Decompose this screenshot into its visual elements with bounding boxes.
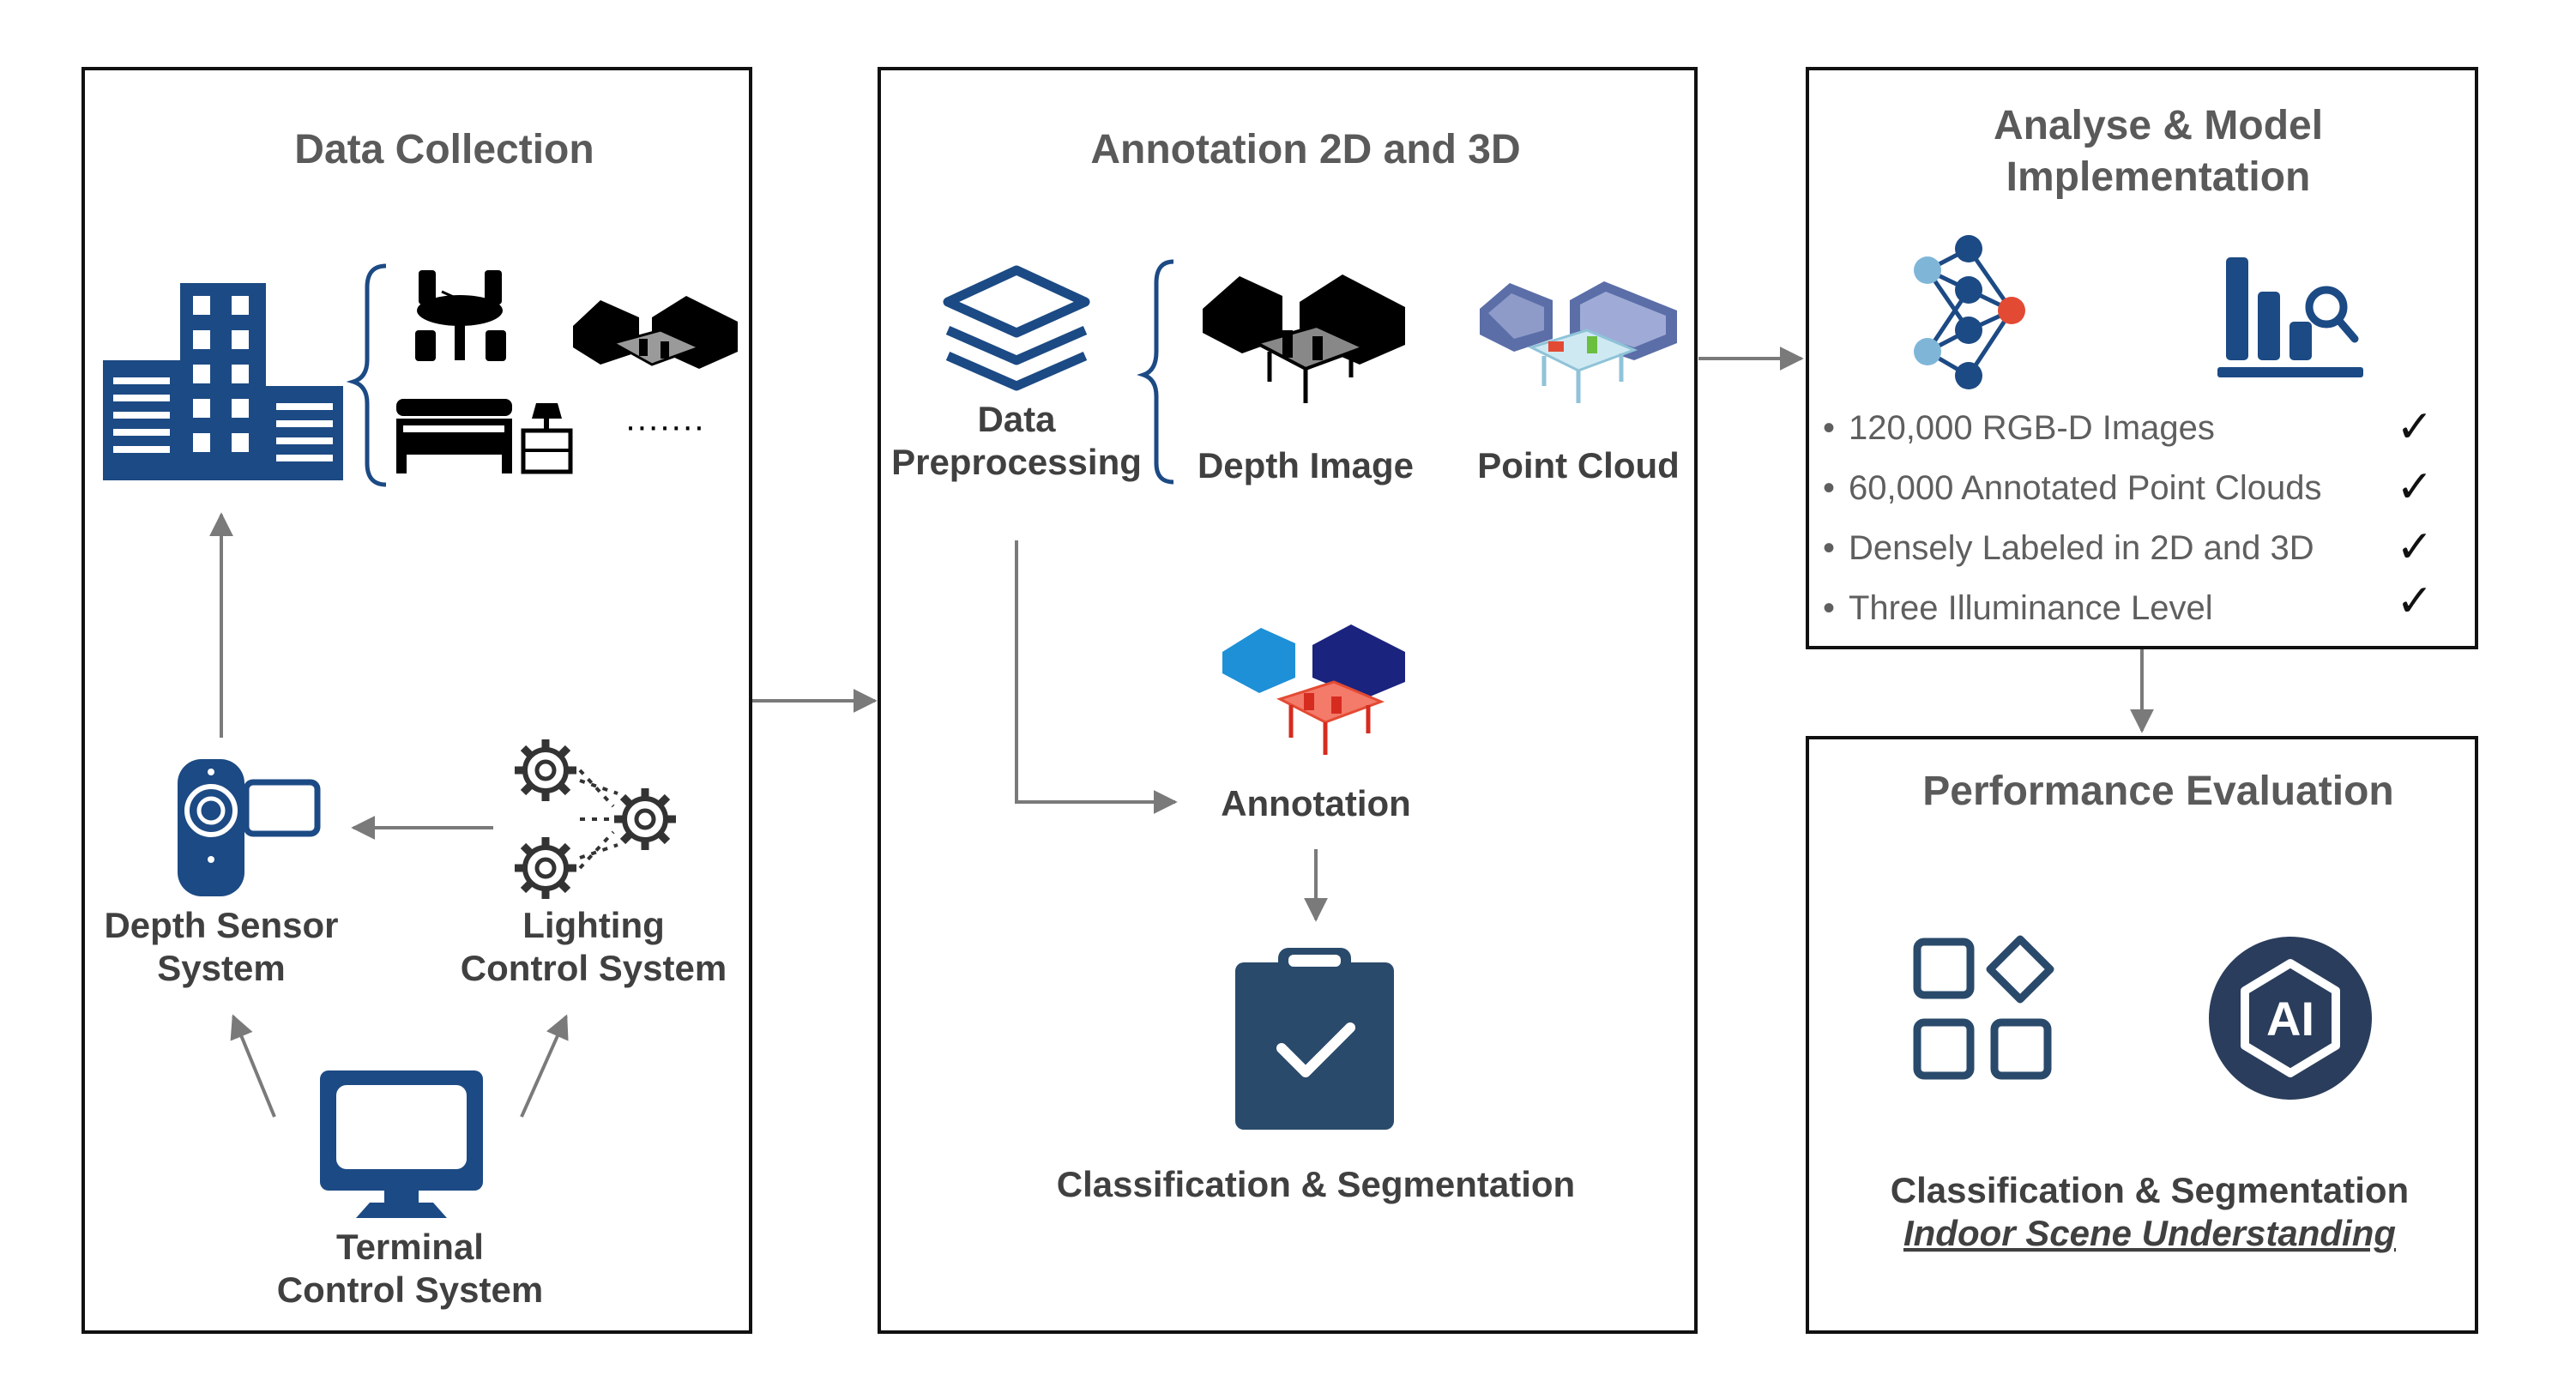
preprocessing-to-annotation-arrow bbox=[1015, 540, 1178, 814]
annotation-title: Annotation 2D and 3D bbox=[1090, 127, 1520, 172]
bullet-dot: • bbox=[1823, 469, 1835, 507]
terminal-to-lighting-arrow bbox=[520, 1014, 569, 1118]
depth-image-sofa-icon bbox=[1203, 274, 1405, 403]
bullet-dot: • bbox=[1823, 589, 1835, 627]
analytics-chart-icon bbox=[2217, 257, 2363, 377]
check-icon: ✓ bbox=[2396, 522, 2434, 572]
stat-item: 60,000 Annotated Point Clouds bbox=[1849, 469, 2322, 507]
terminal-to-sensor-arrow bbox=[230, 1014, 276, 1118]
monitor-icon bbox=[320, 1070, 483, 1218]
point-cloud-sofa-icon bbox=[1480, 281, 1677, 403]
depth-sensor-label-line1: Depth Sensor bbox=[104, 905, 338, 945]
lighting-label-line1: Lighting bbox=[522, 905, 665, 945]
stats-list: • 120,000 RGB-D Images ✓ • 60,000 Annota… bbox=[1823, 402, 2434, 627]
analyse-panel: Analyse & Model Implementation bbox=[1806, 67, 2478, 649]
depth-image-label: Depth Image bbox=[1198, 445, 1414, 485]
annotation-panel: Annotation 2D and 3D Data Preprocessing … bbox=[878, 67, 1698, 1334]
analyse-title-line1: Analyse & Model bbox=[1994, 103, 2323, 148]
lighting-label-line2: Control System bbox=[461, 948, 727, 988]
annotation-brace-icon bbox=[1137, 259, 1174, 485]
building-icon bbox=[103, 283, 343, 480]
apps-grid-icon bbox=[1913, 935, 2054, 1080]
analyse-title-line2: Implementation bbox=[2006, 154, 2311, 200]
annotation-label: Annotation bbox=[1221, 783, 1411, 823]
layers-icon bbox=[943, 265, 1090, 391]
data-collection-panel: Data Collection bbox=[81, 67, 752, 1334]
stat-item: Three Illuminance Level bbox=[1849, 589, 2213, 627]
annotation-sofa-icon bbox=[1222, 624, 1405, 755]
dining-table-icon bbox=[415, 270, 506, 361]
performance-line2: Indoor Scene Understanding bbox=[1903, 1213, 2396, 1253]
bullet-dot: • bbox=[1823, 409, 1835, 447]
ai-badge-icon: AI bbox=[2209, 937, 2372, 1100]
stat-item: Densely Labeled in 2D and 3D bbox=[1849, 529, 2314, 567]
depth-sensor-label-line2: System bbox=[157, 948, 285, 988]
stat-item: 120,000 RGB-D Images bbox=[1849, 409, 2215, 447]
terminal-label-line2: Control System bbox=[277, 1269, 543, 1310]
depth-camera-icon bbox=[178, 759, 321, 896]
data-collection-title: Data Collection bbox=[294, 127, 594, 172]
clipboard-check-icon bbox=[1235, 948, 1394, 1130]
performance-line1: Classification & Segmentation bbox=[1891, 1170, 2409, 1210]
left-brace-icon bbox=[346, 263, 387, 487]
check-icon: ✓ bbox=[2396, 576, 2434, 626]
point-cloud-label: Point Cloud bbox=[1477, 445, 1680, 485]
check-icon: ✓ bbox=[2396, 462, 2434, 512]
nightstand-icon bbox=[521, 403, 573, 474]
preprocessing-label-line1: Data bbox=[977, 399, 1056, 439]
check-icon: ✓ bbox=[2396, 402, 2434, 452]
more-items-ellipsis: ······· bbox=[624, 407, 704, 445]
bed-icon bbox=[396, 399, 512, 473]
performance-panel: Performance Evaluation AI Classification… bbox=[1806, 736, 2478, 1334]
lighting-gears-icon bbox=[515, 739, 676, 899]
classification-label: Classification & Segmentation bbox=[1057, 1164, 1575, 1204]
neural-network-icon bbox=[1914, 235, 2025, 389]
bullet-dot: • bbox=[1823, 529, 1835, 567]
performance-title: Performance Evaluation bbox=[1922, 769, 2394, 814]
terminal-label-line1: Terminal bbox=[336, 1227, 484, 1267]
preprocessing-label-line2: Preprocessing bbox=[891, 442, 1142, 482]
sofa-set-icon bbox=[573, 296, 738, 369]
ai-badge-text: AI bbox=[2266, 992, 2314, 1046]
